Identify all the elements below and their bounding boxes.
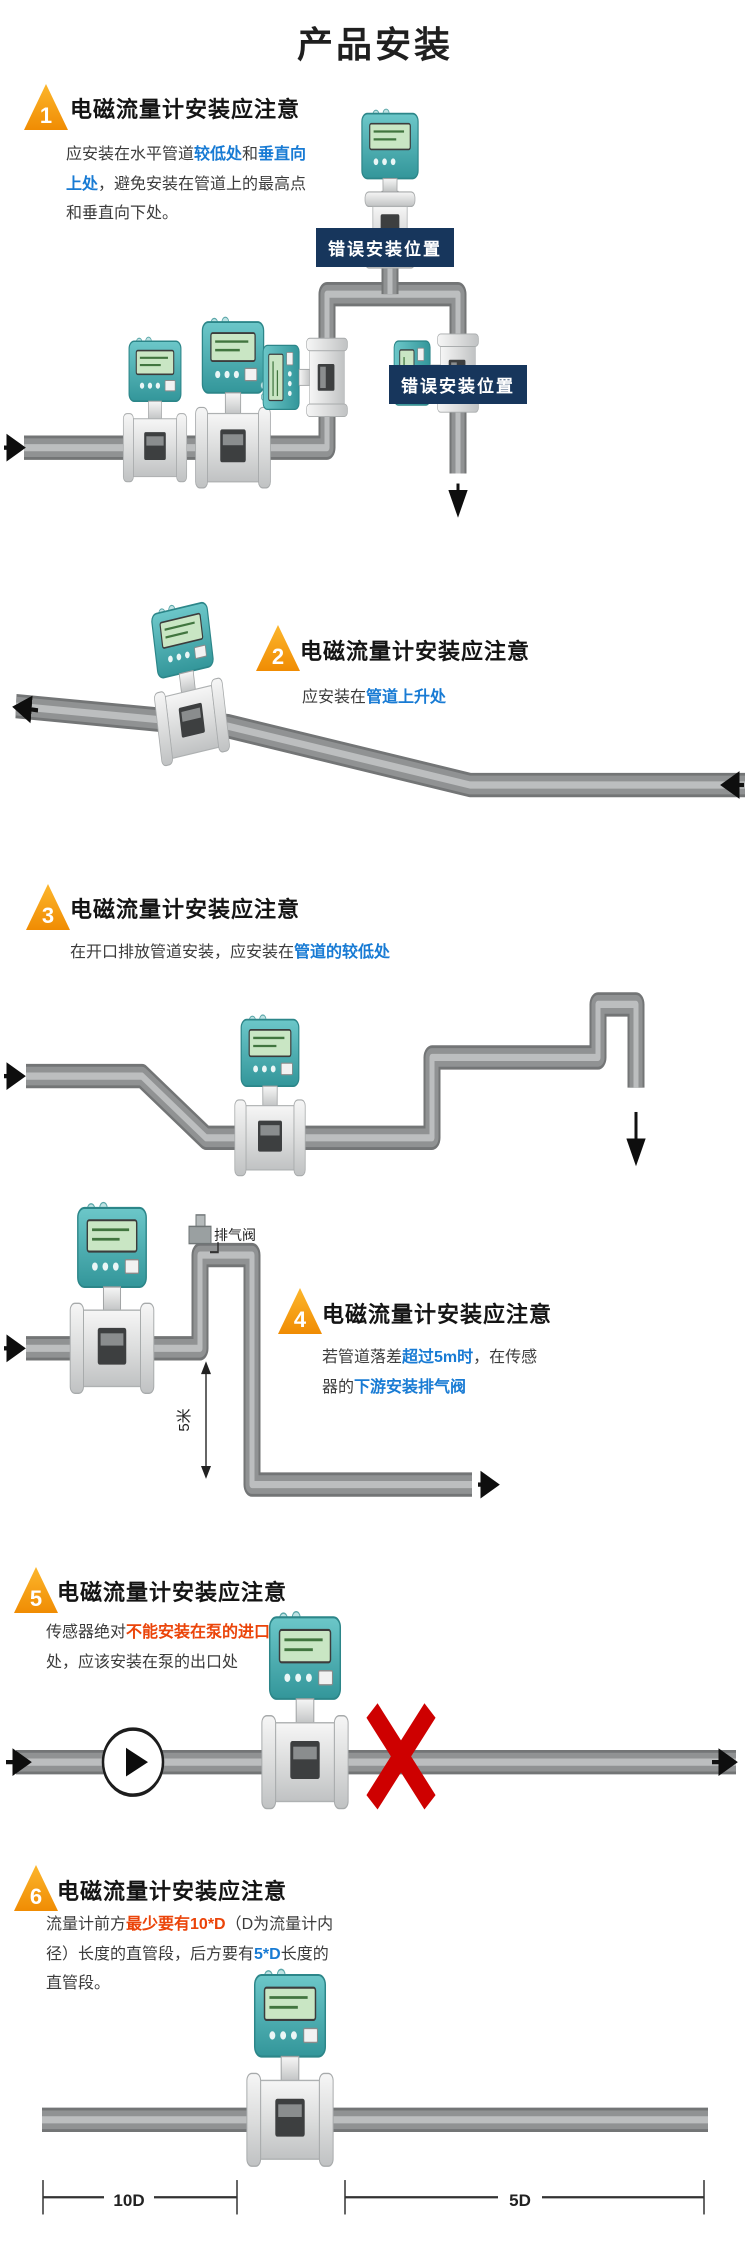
text-run: （D为流量计内径）长度的直管段，后方要有 bbox=[46, 1916, 334, 1963]
text-run: 长度的直管段。 bbox=[46, 1945, 329, 1993]
wrong-position-label-1: 错误安装位置 bbox=[316, 228, 454, 267]
flowmeter-riser bbox=[259, 337, 349, 418]
text-run: 和 bbox=[242, 146, 259, 163]
section-5-diagram bbox=[6, 1610, 738, 1810]
text-run: 不能安装在泵的进口 bbox=[126, 1624, 271, 1641]
page-title: 产品安装 bbox=[296, 24, 453, 65]
step-number: 2 bbox=[271, 644, 285, 669]
air-valve-icon bbox=[188, 1225, 212, 1245]
text-run: ，在传感器的 bbox=[322, 1349, 538, 1396]
section-3-body: 在开口排放管道安装，应安装在管道的较低处 bbox=[70, 938, 590, 968]
drop-dimension-label: 5米 bbox=[176, 1408, 193, 1431]
section-4-body: 若管道落差超过5m时，在传感器的下游安装排气阀 bbox=[322, 1343, 540, 1402]
text-run: 在开口排放管道安装，应安装在 bbox=[70, 944, 295, 961]
text-run: 较低处 bbox=[194, 146, 243, 163]
section-3-diagram bbox=[4, 992, 646, 1177]
section-1-body: 应安装在水平管道较低处和垂直向上处，避免安装在管道上的最高点和垂直向下处。 bbox=[66, 140, 310, 229]
flow-out-arrow bbox=[12, 695, 39, 724]
text-run: 5*D bbox=[254, 1945, 281, 1963]
text-run: 垂直向上处 bbox=[66, 146, 307, 193]
dim-arrow-down bbox=[201, 1465, 211, 1479]
flowmeter-correct-1 bbox=[122, 336, 188, 483]
section-2-heading: 电磁流量计安装应注意 bbox=[300, 639, 531, 664]
text-run: 下游安装排气阀 bbox=[354, 1378, 467, 1396]
step-badge-3: 3 bbox=[26, 884, 70, 930]
front-dimension-label: 10D bbox=[113, 2191, 144, 2210]
text-run: 传感器绝对 bbox=[46, 1624, 127, 1641]
valve-leader-line bbox=[210, 1242, 219, 1254]
flowmeter-low-point bbox=[233, 1013, 307, 1177]
text-run: 应安装在水平管道 bbox=[66, 146, 195, 163]
step-number: 5 bbox=[29, 1586, 43, 1611]
flowmeter-straight-run bbox=[245, 1967, 335, 2168]
dim-arrow-up bbox=[201, 1361, 211, 1375]
step-number: 6 bbox=[29, 1884, 43, 1909]
flowmeter-rising-pipe bbox=[143, 594, 232, 768]
flowmeter-at-pump-inlet bbox=[260, 1610, 350, 1810]
wrong-position-label-2: 错误安装位置 bbox=[389, 365, 527, 404]
flowmeter-correct-2 bbox=[194, 315, 272, 490]
step-number: 3 bbox=[41, 903, 55, 928]
text-run: 超过5m时 bbox=[402, 1349, 474, 1366]
dim-label-bg bbox=[498, 2184, 542, 2214]
section-6-heading: 电磁流量计安装应注意 bbox=[57, 1879, 288, 1904]
section-2-diagram bbox=[12, 594, 745, 799]
flowmeter-upstream bbox=[68, 1201, 156, 1395]
section-4-heading: 电磁流量计安装应注意 bbox=[322, 1302, 553, 1327]
air-valve-cap bbox=[195, 1214, 206, 1228]
step-number: 1 bbox=[39, 103, 53, 128]
text-run: 管道上升处 bbox=[366, 689, 447, 706]
section-5-heading: 电磁流量计安装应注意 bbox=[57, 1580, 288, 1605]
text-run: 管道的较低处 bbox=[294, 944, 391, 961]
section-3-heading: 电磁流量计安装应注意 bbox=[70, 897, 301, 922]
text-run: 处，应该安装在泵的出口处 bbox=[46, 1653, 239, 1671]
text-run: 最少要有10*D bbox=[126, 1916, 226, 1933]
step-number: 4 bbox=[293, 1307, 307, 1332]
text-run: 应安装在 bbox=[302, 689, 367, 706]
text-run: 流量计前方 bbox=[46, 1916, 127, 1933]
text-run: ，避免安装在管道上的最高点和垂直向下处。 bbox=[66, 175, 307, 223]
section-2-body: 应安装在管道上升处 bbox=[302, 683, 722, 713]
air-valve-label: 排气阀 bbox=[214, 1227, 256, 1243]
section-6-diagram: 10D 5D bbox=[42, 1967, 708, 2215]
section-5-body: 传感器绝对不能安装在泵的进口处，应该安装在泵的出口处 bbox=[46, 1618, 272, 1677]
section-4-diagram: 排气阀 5米 bbox=[4, 1201, 500, 1499]
dim-label-bg bbox=[104, 2184, 154, 2214]
back-dimension-label: 5D bbox=[509, 2191, 531, 2210]
pump-icon bbox=[101, 1727, 165, 1797]
text-run: 若管道落差 bbox=[322, 1349, 403, 1366]
step-badge-6: 6 bbox=[14, 1865, 58, 1911]
section-6-body: 流量计前方最少要有10*D（D为流量计内径）长度的直管段，后方要有5*D长度的直… bbox=[46, 1910, 338, 1999]
section-1-heading: 电磁流量计安装应注意 bbox=[70, 97, 301, 122]
wrong-x-icon bbox=[366, 1703, 436, 1810]
